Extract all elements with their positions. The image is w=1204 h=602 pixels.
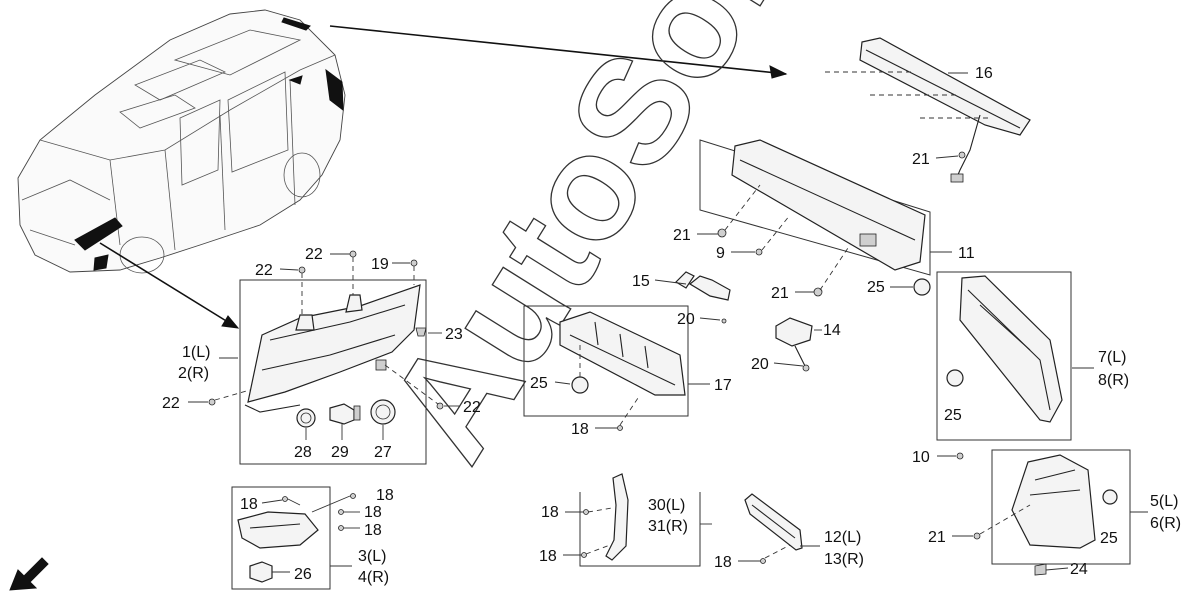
- callout-16: 16: [975, 65, 993, 82]
- headlamp-assembly: [208, 250, 444, 465]
- callout-18: 18: [571, 421, 589, 438]
- headlamp-highlight: [74, 217, 123, 251]
- callout-6: 6(R): [1150, 515, 1181, 532]
- callout-31: 31(R): [648, 518, 688, 535]
- part-25-grommet-inner: [1102, 489, 1118, 505]
- rear-reflector-assembly: [744, 493, 803, 564]
- callout-21: 21: [771, 285, 789, 302]
- callout-21: 21: [912, 151, 930, 168]
- callout-8: 8(R): [1098, 372, 1129, 389]
- callout-18: 18: [541, 504, 559, 521]
- callout-23: 23: [445, 326, 463, 343]
- callout-18: 18: [539, 548, 557, 565]
- part-27-cap: [370, 399, 396, 425]
- callout-20: 20: [751, 356, 769, 373]
- front-direction-arrow: [9, 557, 49, 591]
- callout-30: 30(L): [648, 497, 685, 514]
- callout-labels: 1(L) 2(R) 22 22 22 19 23 22 28 29 27 18 …: [162, 65, 1181, 586]
- spoiler-lamp-assembly: [825, 37, 1031, 183]
- callout-4: 4(R): [358, 569, 389, 586]
- callout-2: 2(R): [178, 365, 209, 382]
- callout-27: 27: [374, 444, 392, 461]
- callout-1: 1(L): [182, 344, 210, 361]
- tailgate-garnish-assembly: [699, 139, 931, 297]
- callout-17: 17: [714, 377, 732, 394]
- callout-22: 22: [463, 399, 481, 416]
- callout-20: 20: [677, 311, 695, 328]
- leader-lines: [188, 72, 1148, 571]
- callout-13: 13(R): [824, 551, 864, 568]
- callout-10: 10: [912, 449, 930, 466]
- rear-lamp-highlight: [325, 68, 344, 112]
- callout-18: 18: [364, 522, 382, 539]
- side-reflector-assembly: [579, 473, 701, 567]
- part-25-grommet: [571, 376, 589, 394]
- callout-12: 12(L): [824, 529, 861, 546]
- callout-26: 26: [294, 566, 312, 583]
- part-25-grommet-rear: [946, 369, 964, 387]
- callout-25: 25: [1100, 530, 1118, 547]
- callout-5: 5(L): [1150, 493, 1178, 510]
- callout-3: 3(L): [358, 548, 386, 565]
- callout-28: 28: [294, 444, 312, 461]
- callout-18: 18: [714, 554, 732, 571]
- callout-21: 21: [673, 227, 691, 244]
- callout-25: 25: [530, 375, 548, 392]
- callout-24: 24: [1070, 561, 1088, 578]
- callout-18: 18: [376, 487, 394, 504]
- part-29-bulb: [329, 403, 355, 425]
- callout-29: 29: [331, 444, 349, 461]
- callout-25: 25: [944, 407, 962, 424]
- callout-18: 18: [364, 504, 382, 521]
- rear-combination-lamp-outer: [936, 271, 1072, 460]
- callout-21: 21: [928, 529, 946, 546]
- callout-9: 9: [716, 245, 725, 262]
- callout-22: 22: [162, 395, 180, 412]
- callout-14: 14: [823, 322, 841, 339]
- fog-lamp-assembly: [231, 486, 360, 590]
- vehicle-overview: [17, 9, 346, 274]
- callout-15: 15: [632, 273, 650, 290]
- pointer-arrows: [9, 25, 788, 591]
- callout-18: 18: [240, 496, 258, 513]
- callout-19: 19: [371, 256, 389, 273]
- callout-25: 25: [867, 279, 885, 296]
- callout-11: 11: [958, 245, 975, 262]
- callout-22: 22: [305, 246, 323, 263]
- part-14-lamp: [775, 317, 813, 347]
- license-lamp-assembly: [675, 271, 813, 372]
- part-28-cap: [296, 408, 316, 428]
- callout-7: 7(L): [1098, 349, 1126, 366]
- part-26-socket: [249, 561, 273, 583]
- rear-combination-lamp-inner: [973, 449, 1131, 576]
- side-lamp-assembly: [523, 305, 689, 431]
- callout-22: 22: [255, 262, 273, 279]
